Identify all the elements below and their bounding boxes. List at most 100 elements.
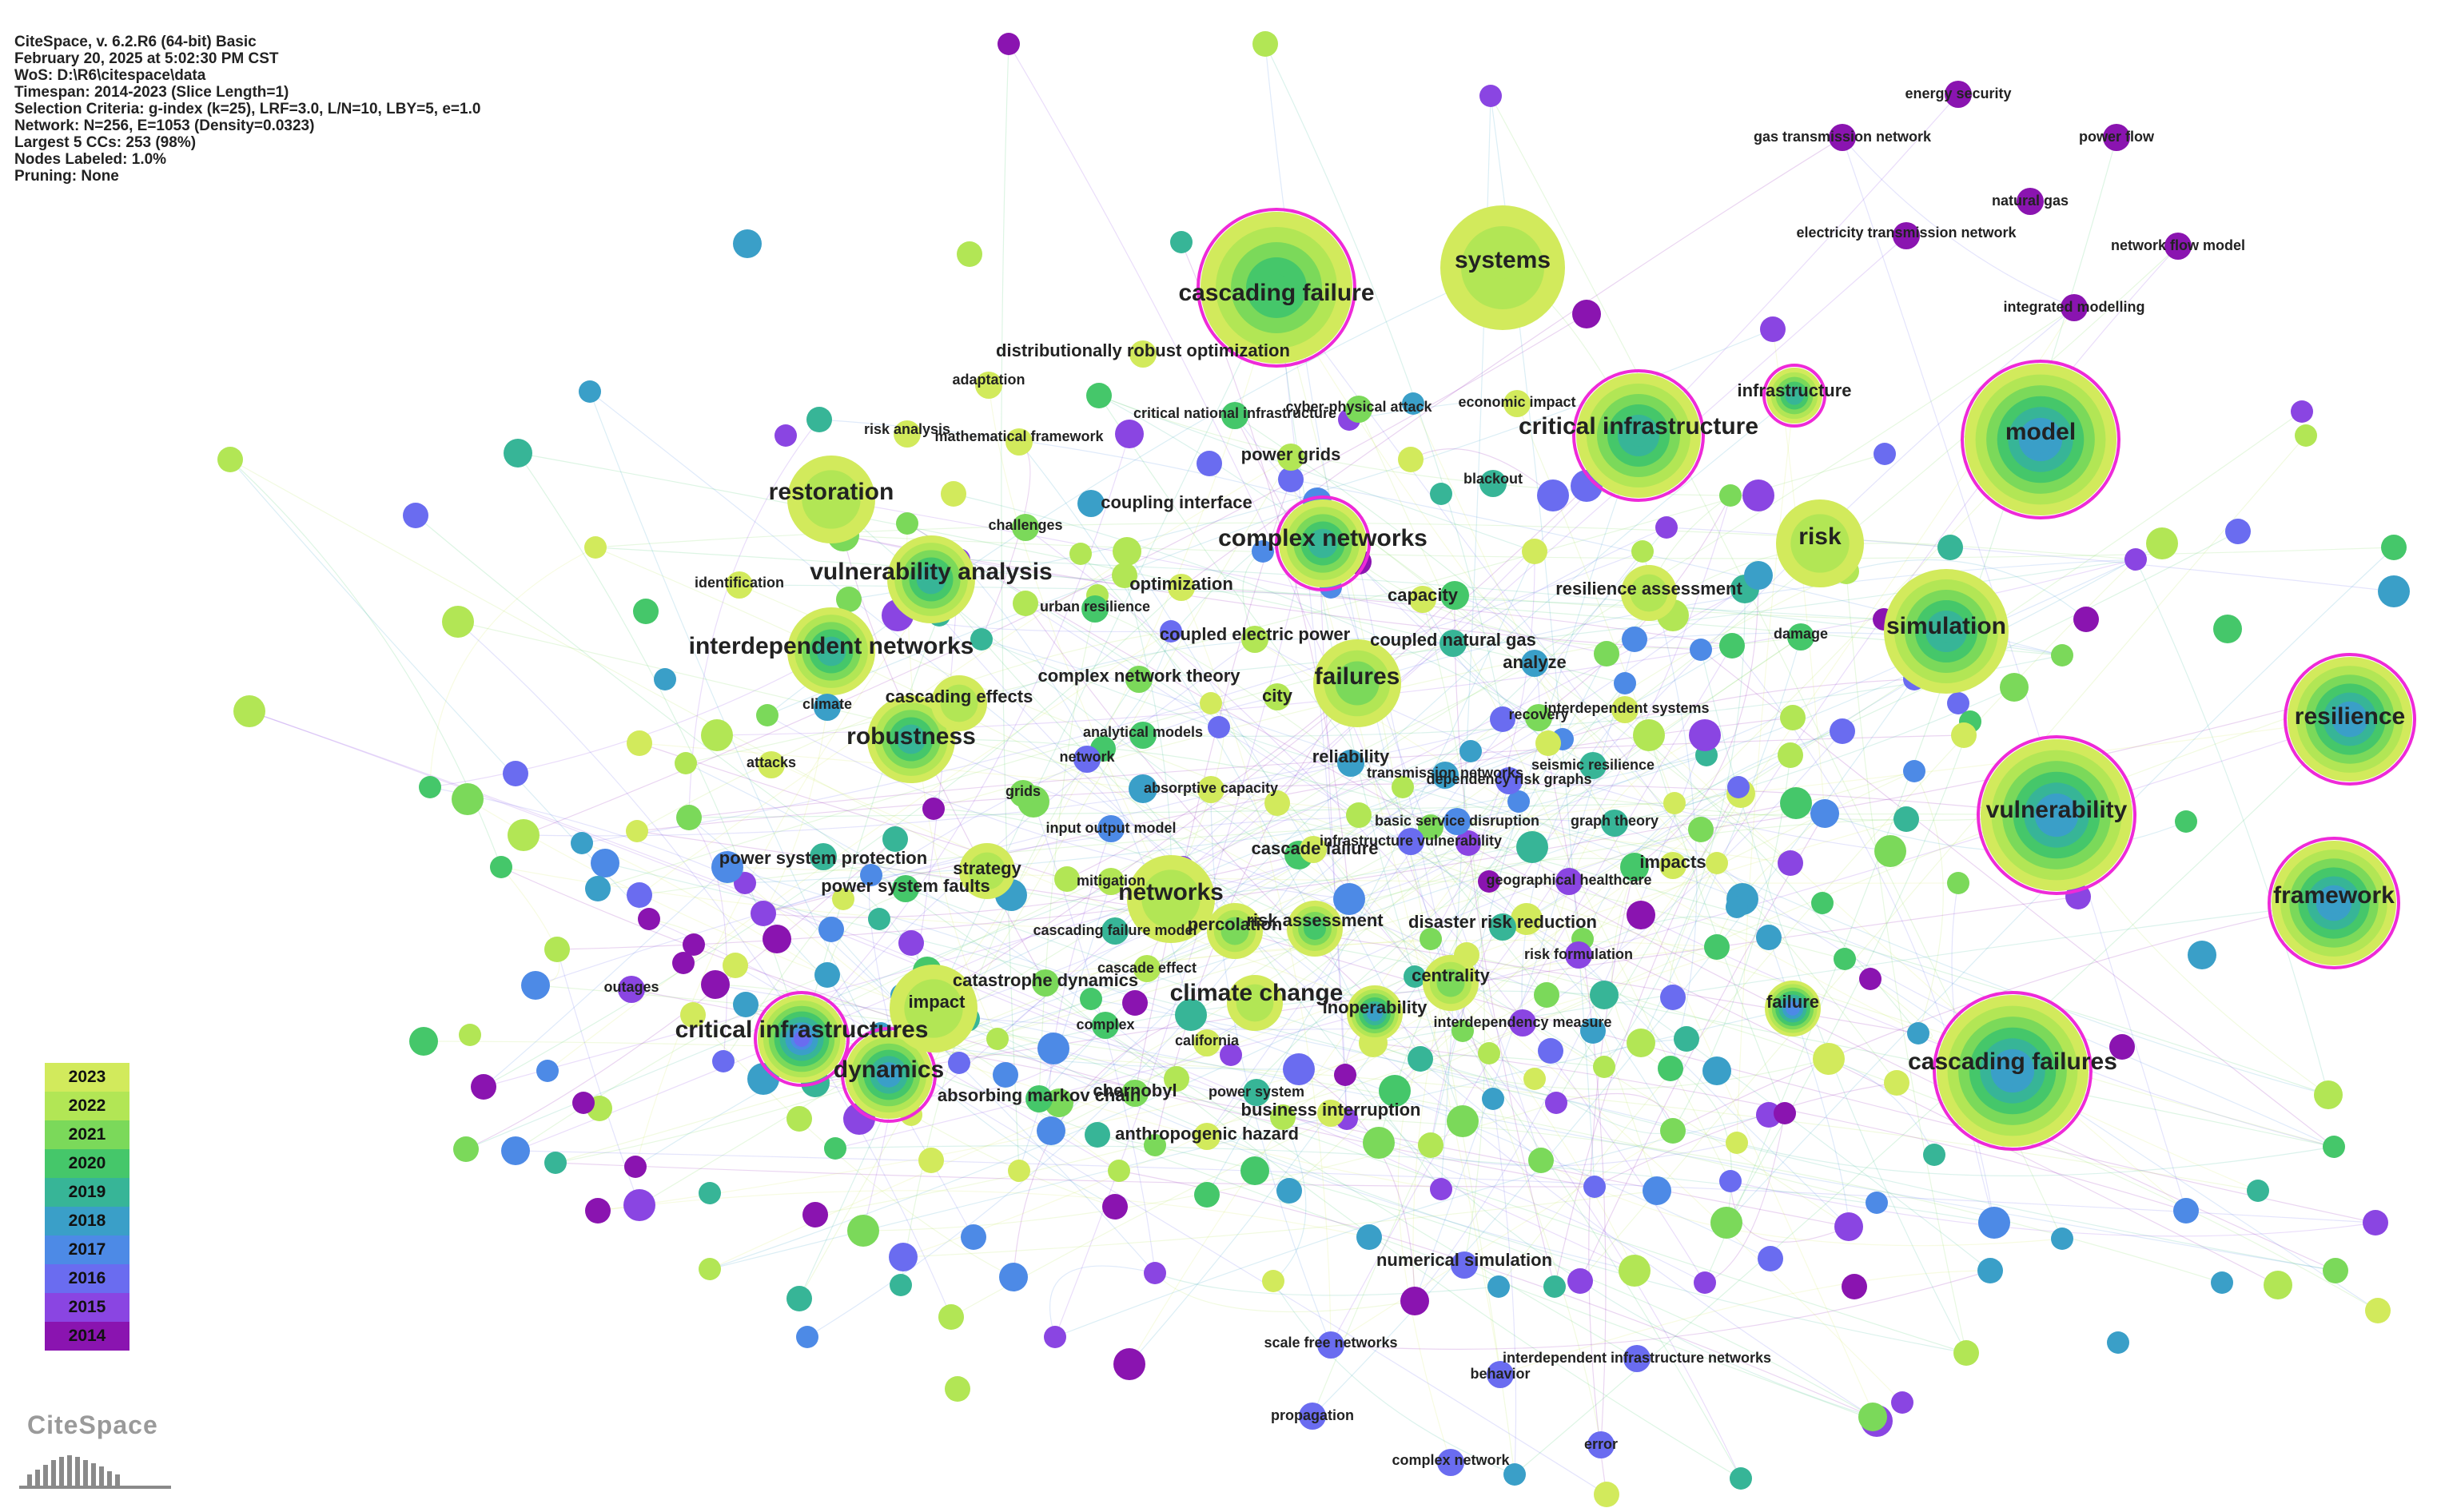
keyword-node[interactable] bbox=[1633, 719, 1665, 751]
keyword-node[interactable] bbox=[1933, 991, 2093, 1151]
keyword-node[interactable] bbox=[1275, 495, 1371, 591]
keyword-node[interactable] bbox=[1440, 630, 1467, 657]
keyword-node[interactable] bbox=[847, 1215, 879, 1247]
keyword-node[interactable] bbox=[1726, 1132, 1748, 1154]
keyword-node[interactable] bbox=[1346, 802, 1372, 828]
keyword-node[interactable] bbox=[1200, 692, 1222, 714]
keyword-node[interactable] bbox=[503, 761, 528, 786]
keyword-node[interactable] bbox=[711, 851, 743, 883]
keyword-node[interactable] bbox=[957, 241, 982, 267]
keyword-node[interactable] bbox=[1521, 650, 1548, 677]
keyword-node[interactable] bbox=[860, 864, 882, 886]
keyword-node[interactable] bbox=[453, 1136, 479, 1162]
keyword-node[interactable] bbox=[1262, 1270, 1284, 1292]
keyword-node[interactable] bbox=[1133, 955, 1161, 982]
keyword-node[interactable] bbox=[2061, 294, 2088, 321]
keyword-node[interactable] bbox=[1287, 901, 1343, 957]
keyword-node[interactable] bbox=[1193, 1029, 1220, 1056]
keyword-node[interactable] bbox=[1122, 990, 1148, 1016]
keyword-node[interactable] bbox=[2188, 941, 2216, 969]
keyword-node[interactable] bbox=[1313, 639, 1401, 727]
keyword-node[interactable] bbox=[626, 820, 648, 842]
keyword-node[interactable] bbox=[975, 372, 1002, 399]
keyword-node[interactable] bbox=[1593, 1056, 1615, 1078]
keyword-node[interactable] bbox=[775, 424, 797, 447]
keyword-node[interactable] bbox=[1813, 1043, 1845, 1075]
keyword-node[interactable] bbox=[802, 1202, 828, 1228]
keyword-node[interactable] bbox=[1810, 799, 1839, 828]
keyword-node[interactable] bbox=[814, 694, 841, 721]
keyword-node[interactable] bbox=[1726, 896, 1748, 918]
keyword-node[interactable] bbox=[419, 776, 441, 798]
keyword-node[interactable] bbox=[1037, 1116, 1065, 1145]
keyword-node[interactable] bbox=[2365, 1298, 2391, 1323]
keyword-node[interactable] bbox=[1742, 479, 1774, 511]
keyword-node[interactable] bbox=[1408, 1046, 1433, 1072]
keyword-node[interactable] bbox=[1594, 1482, 1619, 1507]
keyword-node[interactable] bbox=[217, 447, 243, 472]
keyword-node[interactable] bbox=[751, 901, 776, 926]
keyword-node[interactable] bbox=[1252, 31, 1278, 57]
keyword-node[interactable] bbox=[1690, 639, 1712, 661]
keyword-node[interactable] bbox=[786, 1106, 812, 1132]
keyword-node[interactable] bbox=[1567, 1268, 1593, 1294]
keyword-node[interactable] bbox=[1903, 760, 1925, 782]
keyword-node[interactable] bbox=[1418, 1132, 1443, 1158]
keyword-node[interactable] bbox=[2314, 1080, 2343, 1109]
keyword-node[interactable] bbox=[1834, 948, 1856, 970]
keyword-node[interactable] bbox=[1278, 467, 1304, 492]
keyword-node[interactable] bbox=[1874, 835, 1906, 867]
keyword-node[interactable] bbox=[1834, 1212, 1863, 1241]
keyword-node[interactable] bbox=[1430, 1178, 1452, 1200]
keyword-node[interactable] bbox=[1440, 581, 1469, 610]
keyword-node[interactable] bbox=[1631, 540, 1654, 563]
keyword-node[interactable] bbox=[1102, 1194, 1128, 1220]
keyword-node[interactable] bbox=[786, 1286, 812, 1311]
keyword-node[interactable] bbox=[638, 908, 660, 930]
keyword-node[interactable] bbox=[1627, 1029, 1655, 1057]
keyword-node[interactable] bbox=[986, 1028, 1009, 1050]
keyword-node[interactable] bbox=[1811, 892, 1834, 914]
keyword-node[interactable] bbox=[1583, 1176, 1606, 1198]
keyword-node[interactable] bbox=[2051, 644, 2073, 666]
keyword-node[interactable] bbox=[1423, 955, 1479, 1011]
keyword-node[interactable] bbox=[1487, 1275, 1510, 1298]
keyword-node[interactable] bbox=[1866, 1192, 1888, 1214]
keyword-node[interactable] bbox=[2124, 548, 2147, 571]
keyword-node[interactable] bbox=[1459, 740, 1482, 762]
keyword-node[interactable] bbox=[1490, 706, 1515, 732]
keyword-node[interactable] bbox=[1113, 537, 1141, 566]
keyword-node[interactable] bbox=[882, 826, 908, 852]
keyword-node[interactable] bbox=[918, 1148, 944, 1173]
keyword-node[interactable] bbox=[1243, 1079, 1270, 1106]
keyword-node[interactable] bbox=[1160, 620, 1182, 643]
keyword-node[interactable] bbox=[1317, 1100, 1344, 1127]
keyword-node[interactable] bbox=[945, 1376, 970, 1402]
keyword-node[interactable] bbox=[1334, 1064, 1356, 1086]
keyword-node[interactable] bbox=[1760, 316, 1786, 342]
keyword-node[interactable] bbox=[624, 1156, 647, 1178]
keyword-node[interactable] bbox=[1073, 746, 1101, 773]
keyword-node[interactable] bbox=[618, 976, 645, 1003]
keyword-node[interactable] bbox=[1719, 484, 1742, 507]
keyword-node[interactable] bbox=[1893, 806, 1919, 832]
keyword-node[interactable] bbox=[887, 535, 975, 623]
keyword-node[interactable] bbox=[1008, 1160, 1030, 1182]
keyword-node[interactable] bbox=[2017, 188, 2044, 215]
keyword-node[interactable] bbox=[1511, 903, 1543, 935]
keyword-node[interactable] bbox=[1121, 1080, 1149, 1107]
keyword-node[interactable] bbox=[1430, 483, 1452, 505]
keyword-node[interactable] bbox=[1437, 1449, 1464, 1476]
keyword-node[interactable] bbox=[1545, 1092, 1567, 1114]
keyword-node[interactable] bbox=[1252, 540, 1274, 563]
keyword-node[interactable] bbox=[1778, 850, 1803, 876]
keyword-node[interactable] bbox=[2073, 607, 2099, 632]
keyword-node[interactable] bbox=[1081, 595, 1109, 623]
keyword-node[interactable] bbox=[1643, 1176, 1671, 1205]
keyword-node[interactable] bbox=[1432, 762, 1459, 789]
keyword-node[interactable] bbox=[2164, 233, 2192, 260]
keyword-node[interactable] bbox=[931, 675, 987, 731]
keyword-node[interactable] bbox=[1208, 716, 1230, 738]
keyword-node[interactable] bbox=[1451, 1251, 1478, 1279]
keyword-node[interactable] bbox=[1317, 1331, 1344, 1359]
